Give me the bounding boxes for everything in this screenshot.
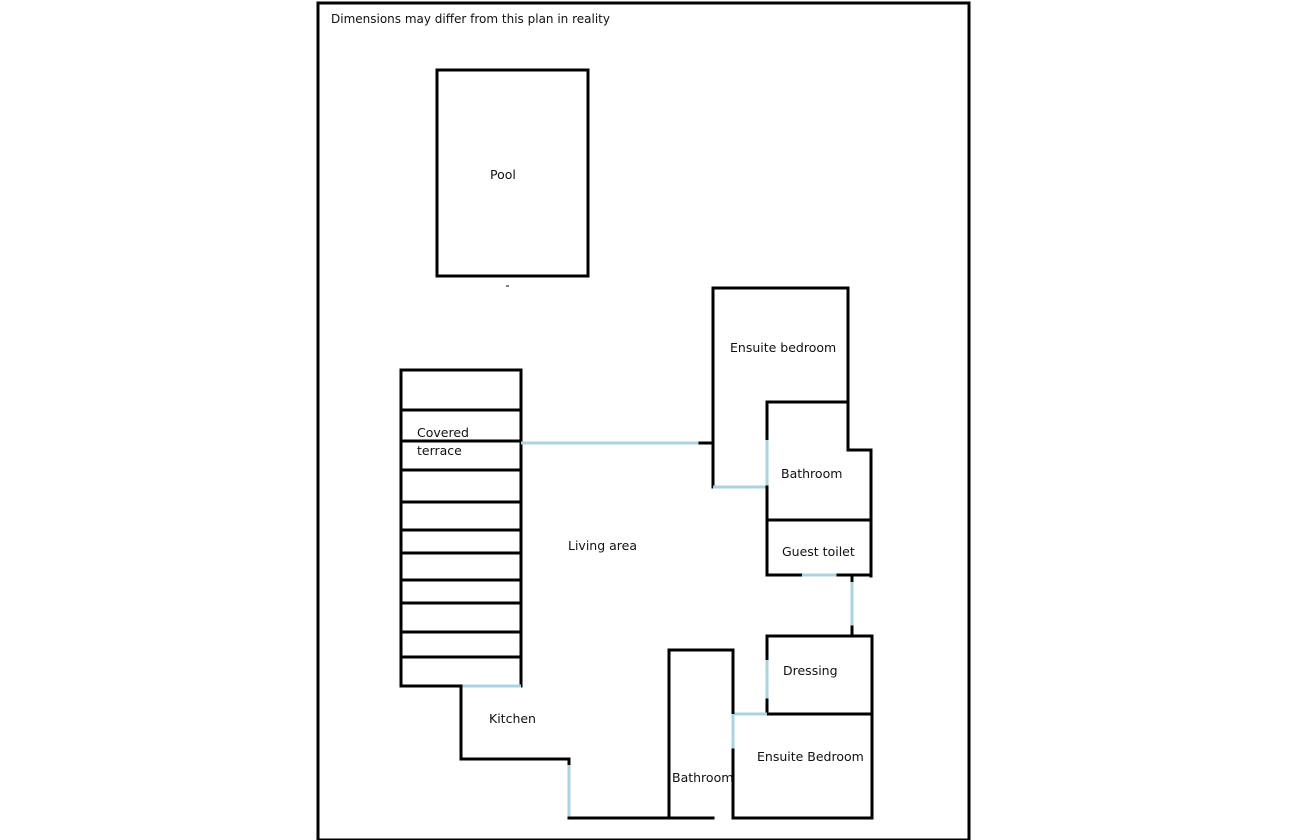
- pool-label: Pool: [490, 167, 516, 182]
- kitchen-walls: [459, 684, 571, 767]
- dimensions-notice: Dimensions may differ from this plan in …: [331, 12, 610, 26]
- guest-toilet: Guest toilet: [765, 518, 873, 577]
- bathroom-top: Bathroom: [765, 400, 873, 578]
- dressing-walls: [765, 634, 874, 820]
- living-area-label: Living area: [568, 538, 637, 553]
- covered-terrace: Covered terrace: [399, 368, 523, 688]
- pool-outline: [435, 68, 590, 278]
- bathroom-bottom-label: Bathroom: [672, 770, 733, 785]
- bathroom-bottom-walls: [667, 648, 735, 820]
- guest-toilet-label: Guest toilet: [782, 544, 855, 559]
- kitchen-label: Kitchen: [489, 711, 536, 726]
- ensuite-bedroom-top: Ensuite bedroom: [711, 286, 873, 489]
- bathroom-top-walls: [765, 400, 850, 442]
- covered-terrace-label-line2: terrace: [417, 443, 462, 458]
- pool: Pool: [435, 68, 590, 287]
- plan-border: [316, 1, 971, 840]
- covered-terrace-label-line1: Covered: [417, 425, 469, 440]
- ensuite-bedroom-bottom: Ensuite Bedroom: [731, 712, 874, 820]
- terrace-slats: [399, 408, 523, 659]
- dressing-label: Dressing: [783, 663, 838, 678]
- terrace-outline: [399, 368, 523, 688]
- ensuite-bedroom-top-label: Ensuite bedroom: [730, 340, 836, 355]
- ensuite-bedroom-bottom-label: Ensuite Bedroom: [757, 749, 864, 764]
- kitchen: Kitchen: [459, 684, 715, 820]
- bathroom-top-label: Bathroom: [781, 466, 842, 481]
- ensuite-bedroom-top-walls: [711, 286, 873, 489]
- dressing: Dressing: [765, 634, 874, 820]
- bathroom-bottom: Bathroom: [667, 648, 735, 820]
